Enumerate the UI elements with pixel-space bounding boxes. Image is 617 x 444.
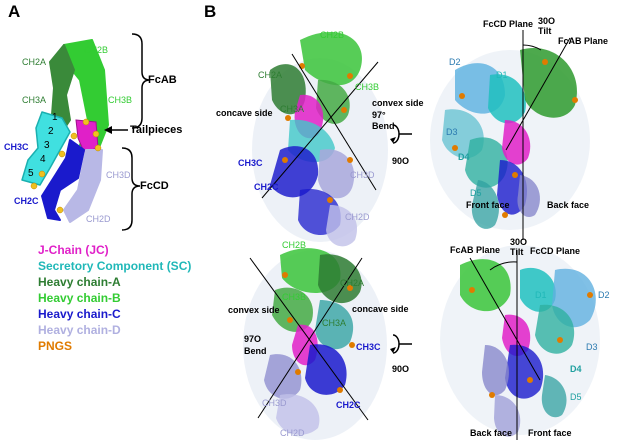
tl-ch3b: CH3B [355,82,380,92]
label-ch2d: CH2D [86,214,111,224]
tl-concave: concave side [216,108,273,118]
sc-domain-4: 4 [40,154,46,165]
tl-ch2d: CH2D [345,212,370,222]
tailpieces-label: Tailpieces [130,124,183,136]
tl-ch3a: CH3A [280,104,305,114]
heavy-chain-c-shape [41,139,85,221]
tr-fcab-plane: FcAB Plane [558,36,609,46]
panel-b-top-left-structure [252,31,388,247]
tl-convex: convex side [372,98,424,108]
tr-tilt-angle: 30O [538,16,556,26]
tr-d3: D3 [446,127,458,137]
heavy-chain-d-shape [63,149,103,223]
label-ch2a: CH2A [22,57,47,67]
br-tilt-angle: 30O [510,237,528,247]
legend-heavy-chain-b: Heavy chain-B [38,291,121,305]
label-ch3b: CH3B [108,95,133,105]
tl-ch3c: CH3C [238,158,263,168]
legend-heavy-chain-a: Heavy chain-A [38,275,121,289]
tr-back-face: Back face [547,200,590,210]
br-d1: D1 [535,290,547,300]
bl-ch3a: CH3A [322,318,347,328]
tl-ch2b: CH2B [320,30,345,40]
label-ch2c: CH2C [14,196,39,206]
bl-ch3b: CH3B [282,292,307,302]
bl-concave: concave side [352,304,409,314]
label-ch2b: CH2B [84,45,109,55]
bl-convex: convex side [228,305,280,315]
bl-ch2d: CH2D [280,428,305,438]
sc-domain-1: 1 [52,112,58,123]
pngs-dots-a [30,118,102,214]
bl-ch3d: CH3D [262,398,287,408]
panel-b-top-right-structure [430,30,590,240]
secretory-component-shape [21,111,71,186]
bl-ch3c: CH3C [356,342,381,352]
legend-j-chain: J-Chain (JC) [38,243,109,257]
tl-ch2a: CH2A [258,70,283,80]
fcab-label: FcAB [148,74,177,86]
panel-b-bottom-left-structure [243,248,387,440]
label-ch3c: CH3C [4,142,29,152]
legend-pngs: PNGS [38,339,73,353]
tr-d4: D4 [458,152,470,162]
bl-ch2c: CH2C [336,400,361,410]
top-rotation-angle: 90O [392,156,410,166]
tl-ch3d: CH3D [350,170,375,180]
rotation-arrow-top [390,124,412,144]
tr-tilt: Tilt [538,26,552,36]
tl-bend: Bend [372,121,395,131]
br-fcab-plane: FcAB Plane [450,245,501,255]
bl-ch2b: CH2B [282,240,307,250]
sc-domain-3: 3 [44,140,50,151]
legend-heavy-chain-d: Heavy chain-D [38,323,121,337]
bl-ch2a: CH2A [340,278,365,288]
tr-d1: D1 [496,70,508,80]
br-d3: D3 [586,342,598,352]
br-d4: D4 [570,364,582,374]
label-ch3d: CH3D [106,170,131,180]
panel-b-letter: B [204,2,217,21]
tr-fccd-plane: FcCD Plane [483,19,534,29]
panel-a-schematic [21,33,151,231]
br-front-face: Front face [528,428,572,438]
sc-domain-2: 2 [48,126,54,137]
br-back-face: Back face [470,428,513,438]
br-d2: D2 [598,290,610,300]
legend-heavy-chain-c: Heavy chain-C [38,307,121,321]
tr-d1-d2: D2 [449,57,461,67]
sc-domain-5: 5 [28,168,34,179]
tr-front-face: Front face [466,200,510,210]
panel-a-letter: A [8,2,21,21]
panel-b-bottom-right-structure [440,245,600,440]
tl-ch2c: CH2C [254,182,279,192]
bl-bend-angle: 97O [244,334,262,344]
tl-bend-angle: 97° [372,110,386,120]
legend-secretory-component: Secretory Component (SC) [38,259,192,273]
br-tilt: Tilt [510,247,524,257]
fccd-label: FcCD [140,180,169,192]
fccd-bracket [121,147,141,231]
br-fccd-plane: FcCD Plane [530,246,581,256]
bl-bend: Bend [244,346,267,356]
br-d5: D5 [570,392,582,402]
tr-d5: D5 [470,188,482,198]
rotation-arrow-bottom [390,334,412,354]
fcab-bracket [131,33,151,129]
label-ch3a: CH3A [22,95,47,105]
bottom-rotation-angle: 90O [392,364,410,374]
